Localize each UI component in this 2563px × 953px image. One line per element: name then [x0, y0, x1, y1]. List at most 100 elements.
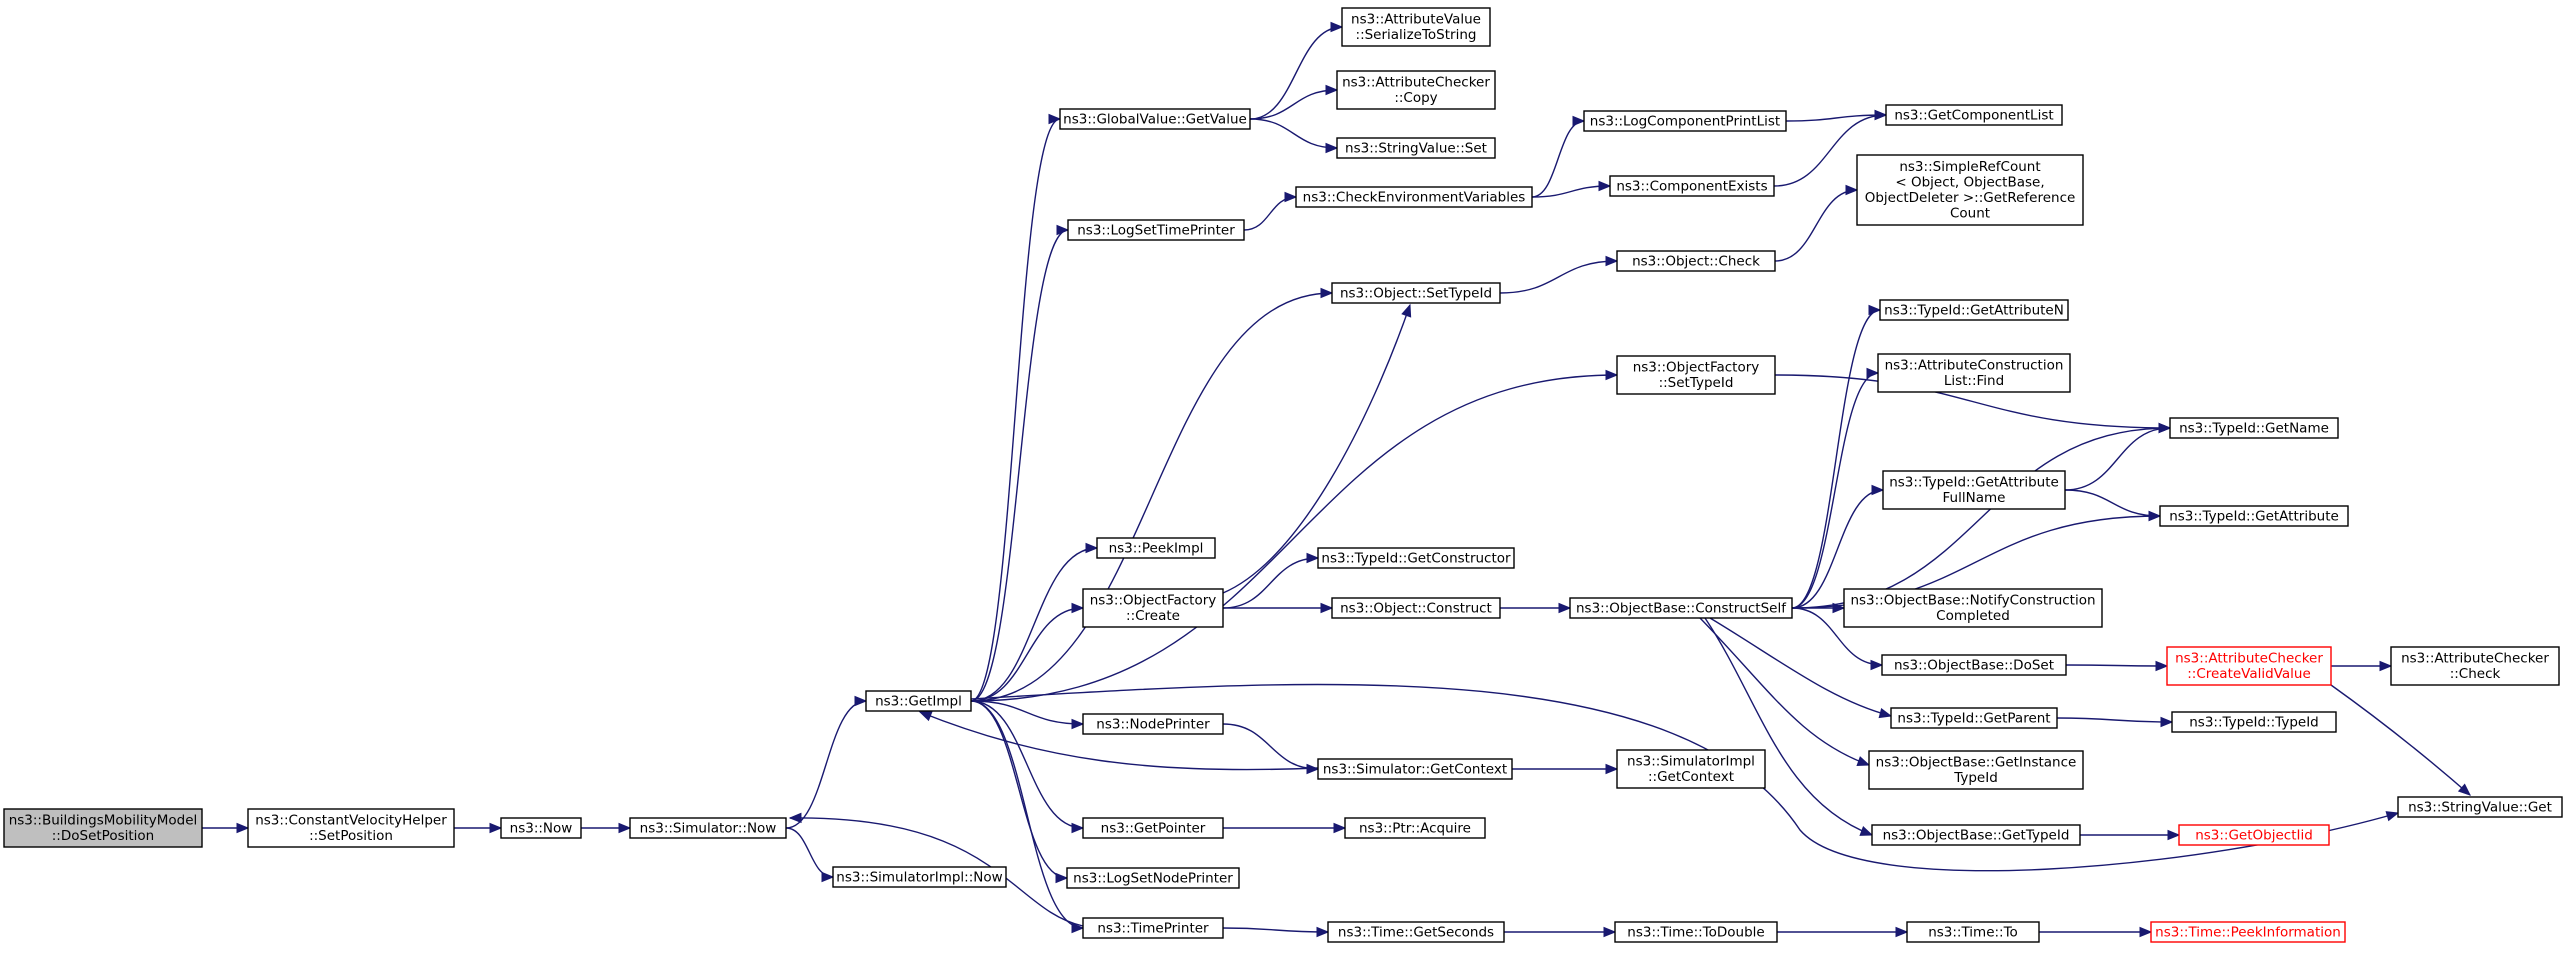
node-label: ns3::ObjectBase::DoSet — [1894, 657, 2054, 673]
node-label: ns3::Ptr::Acquire — [1359, 820, 1471, 836]
node-tid-getattrn[interactable]: ns3::TypeId::GetAttributeN — [1879, 299, 2069, 321]
node-obj-check[interactable]: ns3::Object::Check — [1616, 250, 1776, 272]
node-simplerefcount[interactable]: ns3::SimpleRefCount< Object, ObjectBase,… — [1856, 154, 2084, 226]
edge-gv_getvalue-to-sv_set — [1249, 118, 1339, 154]
node-ac-copy[interactable]: ns3::AttributeChecker::Copy — [1336, 70, 1496, 110]
node-now[interactable]: ns3::Now — [500, 817, 582, 839]
node-time-todouble[interactable]: ns3::Time::ToDouble — [1614, 921, 1778, 943]
edge-getimpl-to-getpointer — [970, 700, 1085, 834]
node-getpointer[interactable]: ns3::GetPointer — [1082, 817, 1224, 839]
edge-ac_createvalid-to-sv_get — [2330, 684, 2471, 796]
node-tid-typeid[interactable]: ns3::TypeId::TypeId — [2171, 711, 2337, 733]
node-label: ns3::ComponentExists — [1616, 178, 1767, 194]
edge-ob_constructself-to-ob_getinstance — [1699, 617, 1871, 767]
node-ob-notify[interactable]: ns3::ObjectBase::NotifyConstructionCompl… — [1843, 588, 2103, 628]
node-timeprinter[interactable]: ns3::TimePrinter — [1082, 917, 1224, 939]
node-label: ::DoSetPosition — [52, 828, 154, 844]
node-sim-getctx[interactable]: ns3::Simulator::GetContext — [1317, 758, 1513, 780]
node-label: ::SetPosition — [309, 828, 393, 844]
edge-sim_getctx-to-getimpl — [918, 711, 1319, 771]
node-root[interactable]: ns3::BuildingsMobilityModel::DoSetPositi… — [3, 808, 203, 848]
node-ac-createvalid[interactable]: ns3::AttributeChecker::CreateValidValue — [2166, 646, 2332, 686]
edge-checkenv-to-compexists — [1531, 180, 1612, 198]
node-cvh-setpos[interactable]: ns3::ConstantVelocityHelper::SetPosition — [247, 808, 455, 848]
node-of-settypeid[interactable]: ns3::ObjectFactory::SetTypeId — [1616, 355, 1776, 395]
node-label: ns3::Object::Construct — [1340, 600, 1492, 616]
edge-getpointer-to-ptr_acquire — [1222, 822, 1347, 834]
node-label: ns3::Simulator::GetContext — [1323, 761, 1507, 777]
edge-ob_constructself-to-tid_getparent — [1709, 617, 1893, 719]
node-av-serialize[interactable]: ns3::AttributeValue::SerializeToString — [1341, 7, 1491, 47]
node-ptr-acquire[interactable]: ns3::Ptr::Acquire — [1344, 817, 1486, 839]
node-label: Count — [1950, 206, 1990, 222]
edge-checkenv-to-logcompprintlist — [1531, 115, 1586, 198]
node-label: ::CreateValidValue — [2187, 666, 2311, 682]
node-obj-construct[interactable]: ns3::Object::Construct — [1331, 597, 1501, 619]
node-tid-getctor[interactable]: ns3::TypeId::GetConstructor — [1317, 547, 1515, 569]
edge-gv_getvalue-to-ac_copy — [1249, 84, 1339, 120]
node-ac-check[interactable]: ns3::AttributeChecker::Check — [2390, 646, 2560, 686]
node-obj-settypeid[interactable]: ns3::Object::SetTypeId — [1331, 282, 1501, 304]
edge-ac_createvalid-to-ac_check — [2330, 660, 2393, 672]
node-label: ns3::Now — [510, 820, 573, 836]
node-label: ns3::TypeId::GetName — [2179, 420, 2329, 436]
node-ob-doset[interactable]: ns3::ObjectBase::DoSet — [1881, 654, 2067, 676]
node-time-getseconds[interactable]: ns3::Time::GetSeconds — [1327, 921, 1505, 943]
node-simimpl-now[interactable]: ns3::SimulatorImpl::Now — [832, 866, 1007, 888]
node-ob-constructself[interactable]: ns3::ObjectBase::ConstructSelf — [1569, 597, 1793, 619]
node-sv-get[interactable]: ns3::StringValue::Get — [2397, 796, 2563, 818]
node-label: ns3::GetImpl — [875, 693, 962, 709]
edge-getimpl-to-timeprinter — [970, 700, 1085, 934]
node-label: ns3::LogSetTimePrinter — [1077, 222, 1235, 238]
node-sim-now[interactable]: ns3::Simulator::Now — [629, 817, 787, 839]
edge-logcompprintlist-to-getcomplist — [1785, 109, 1888, 122]
node-sv-set[interactable]: ns3::StringValue::Set — [1336, 137, 1496, 159]
edge-obj_settypeid-to-obj_check — [1499, 255, 1619, 294]
node-getimpl[interactable]: ns3::GetImpl — [865, 690, 972, 712]
node-label: ns3::Time::To — [1928, 924, 2018, 940]
node-compexists[interactable]: ns3::ComponentExists — [1609, 175, 1775, 197]
node-label: ns3::AttributeConstruction — [1885, 358, 2064, 374]
node-tid-getname[interactable]: ns3::TypeId::GetName — [2169, 417, 2339, 439]
node-checkenv[interactable]: ns3::CheckEnvironmentVariables — [1295, 186, 1533, 208]
node-logsettimeprinter[interactable]: ns3::LogSetTimePrinter — [1067, 219, 1245, 241]
node-label: FullName — [1943, 490, 2006, 506]
node-ob-gettypeid[interactable]: ns3::ObjectBase::GetTypeId — [1871, 824, 2081, 846]
edge-ob_gettypeid-to-getobjectiid — [2079, 829, 2181, 841]
node-label: ObjectDeleter >::GetReference — [1865, 190, 2076, 206]
node-nodeprinter[interactable]: ns3::NodePrinter — [1082, 713, 1224, 735]
node-label: ns3::SimulatorImpl — [1627, 754, 1755, 770]
edge-getimpl-to-logsetnodeprinter — [970, 700, 1069, 884]
node-tid-getparent[interactable]: ns3::TypeId::GetParent — [1890, 707, 2058, 729]
edge-ob_constructself-to-tid_getattrn — [1791, 304, 1882, 609]
node-simimpl-getctx[interactable]: ns3::SimulatorImpl::GetContext — [1616, 749, 1766, 789]
node-peekimpl[interactable]: ns3::PeekImpl — [1096, 537, 1216, 559]
node-getcomplist[interactable]: ns3::GetComponentList — [1885, 104, 2063, 126]
node-label: ns3::ConstantVelocityHelper — [255, 813, 447, 829]
node-label: ns3::Object::Check — [1632, 253, 1760, 269]
node-gv-getvalue[interactable]: ns3::GlobalValue::GetValue — [1059, 108, 1251, 130]
node-label: ns3::TypeId::GetAttribute — [1889, 475, 2059, 491]
node-time-to[interactable]: ns3::Time::To — [1906, 921, 2040, 943]
edge-of_create-to-obj_settypeid — [1222, 303, 1412, 594]
node-label: ns3::GetObjectIid — [2195, 827, 2313, 843]
node-label: ns3::BuildingsMobilityModel — [9, 813, 198, 829]
node-logsetnodeprinter[interactable]: ns3::LogSetNodePrinter — [1066, 867, 1240, 889]
node-label: ns3::StringValue::Get — [2408, 799, 2552, 815]
node-label: ns3::ObjectFactory — [1090, 593, 1217, 609]
node-tid-getattr[interactable]: ns3::TypeId::GetAttribute — [2159, 505, 2349, 527]
edge-time_todouble-to-time_to — [1777, 926, 1909, 938]
node-label: ns3::TimePrinter — [1097, 920, 1209, 936]
node-time-peekinfo[interactable]: ns3::Time::PeekInformation — [2150, 921, 2346, 943]
node-label: ::GetContext — [1648, 769, 1734, 785]
node-logcompprintlist[interactable]: ns3::LogComponentPrintList — [1583, 110, 1787, 132]
node-label: TypeId — [1953, 770, 1998, 786]
node-of-create[interactable]: ns3::ObjectFactory::Create — [1082, 588, 1224, 628]
edge-root-to-cvh_setpos — [201, 822, 250, 834]
edge-of_create-to-tid_getctor — [1222, 552, 1320, 609]
node-getobjectiid[interactable]: ns3::GetObjectIid — [2178, 824, 2330, 846]
